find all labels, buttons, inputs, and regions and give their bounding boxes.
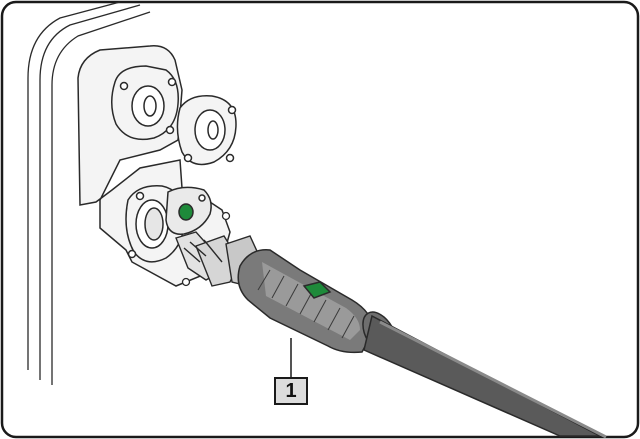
socket-cap-top-right — [176, 95, 237, 166]
connector-grip — [237, 249, 375, 354]
grip-ribs — [257, 269, 355, 339]
metal-plug-tip — [175, 231, 263, 287]
green-indicator-icon — [178, 203, 194, 221]
socket-cap-top-left — [111, 65, 179, 141]
socket-flap — [165, 186, 212, 235]
housing-panel — [27, 1, 151, 385]
callout-label-1: 1 — [274, 377, 308, 405]
green-latch-icon — [302, 281, 332, 299]
cable — [363, 314, 607, 439]
